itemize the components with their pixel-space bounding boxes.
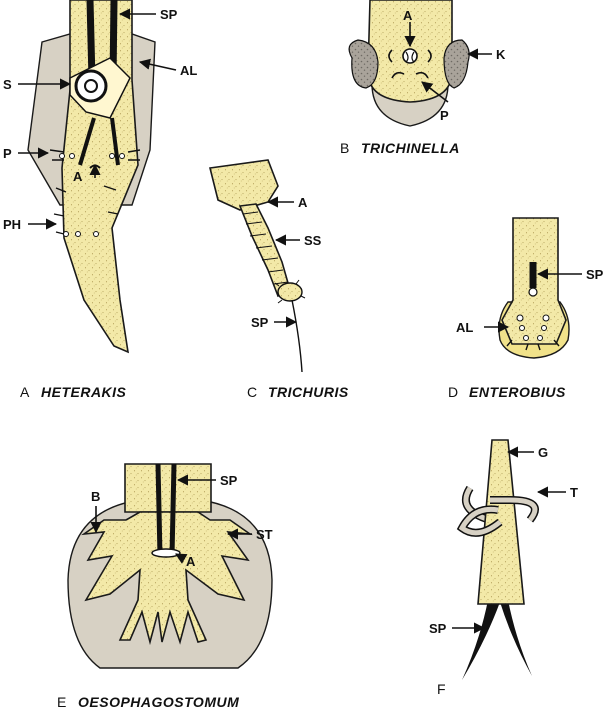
papillae bbox=[506, 314, 560, 351]
label-f-g: G bbox=[538, 445, 548, 460]
caption-b-name: TRICHINELLA bbox=[361, 140, 460, 156]
caption-b-letter: B bbox=[340, 140, 349, 156]
label-a-ph: PH bbox=[3, 217, 21, 232]
spicule-right bbox=[500, 600, 532, 676]
label-b-k: K bbox=[496, 47, 506, 62]
copulatory-papilla-right bbox=[443, 39, 470, 89]
caption-e-letter: E bbox=[57, 694, 66, 710]
gubernaculum bbox=[477, 439, 525, 605]
sheath-bulb bbox=[277, 282, 303, 302]
panel-e-oesophagostomum: SP B ST A E OESOPHAGOSTOMUM bbox=[57, 463, 273, 710]
label-b-a: A bbox=[403, 8, 413, 23]
label-d-sp: SP bbox=[586, 267, 604, 282]
spicule-sheath bbox=[238, 203, 291, 298]
label-b-p: P bbox=[440, 108, 449, 123]
cloaca bbox=[402, 48, 418, 64]
label-a-sp: SP bbox=[160, 7, 178, 22]
papillae-precloacal bbox=[49, 149, 141, 161]
label-c-sp: SP bbox=[251, 315, 269, 330]
label-d-al: AL bbox=[456, 320, 473, 335]
papillae-postcloacal bbox=[53, 185, 119, 237]
label-e-st: ST bbox=[256, 527, 273, 542]
bursal-rays bbox=[81, 511, 253, 646]
label-f-sp: SP bbox=[429, 621, 447, 636]
cloaca bbox=[151, 548, 181, 558]
label-f-t: T bbox=[570, 485, 578, 500]
spicule-left bbox=[462, 600, 500, 680]
label-a-p: P bbox=[3, 146, 12, 161]
caption-e-name: OESOPHAGOSTOMUM bbox=[78, 694, 239, 710]
label-a-a: A bbox=[73, 169, 83, 184]
caption-d-letter: D bbox=[448, 384, 458, 400]
panel-f: G T SP F bbox=[429, 439, 578, 697]
label-a-al: AL bbox=[180, 63, 197, 78]
label-e-a: A bbox=[186, 554, 196, 569]
label-a-s: S bbox=[3, 77, 12, 92]
caption-a-name: HETERAKIS bbox=[41, 384, 127, 400]
telamon-ring-right bbox=[456, 496, 539, 537]
panel-d-enterobius: SP AL D ENTEROBIUS bbox=[448, 217, 604, 400]
caption-d-name: ENTEROBIUS bbox=[469, 384, 566, 400]
copulatory-papilla-left bbox=[348, 39, 379, 89]
panel-c-trichuris: A SS SP C TRICHURIS bbox=[209, 159, 349, 400]
spicule bbox=[291, 299, 303, 373]
label-c-ss: SS bbox=[304, 233, 322, 248]
caption-c-name: TRICHURIS bbox=[268, 384, 349, 400]
label-e-sp: SP bbox=[220, 473, 238, 488]
posterior-body bbox=[209, 159, 279, 211]
sucker bbox=[69, 57, 131, 119]
label-e-b: B bbox=[91, 489, 100, 504]
label-c-a: A bbox=[298, 195, 308, 210]
panel-b-trichinella: A K P B TRICHINELLA bbox=[340, 0, 506, 156]
caption-a-letter: A bbox=[20, 384, 30, 400]
panel-a-heterakis: SP AL S P A PH A HETERAKIS bbox=[3, 0, 197, 400]
caption-c-letter: C bbox=[247, 384, 257, 400]
caption-f-letter: F bbox=[437, 681, 446, 697]
tail-body bbox=[124, 463, 212, 513]
sheath-rings bbox=[242, 211, 289, 285]
